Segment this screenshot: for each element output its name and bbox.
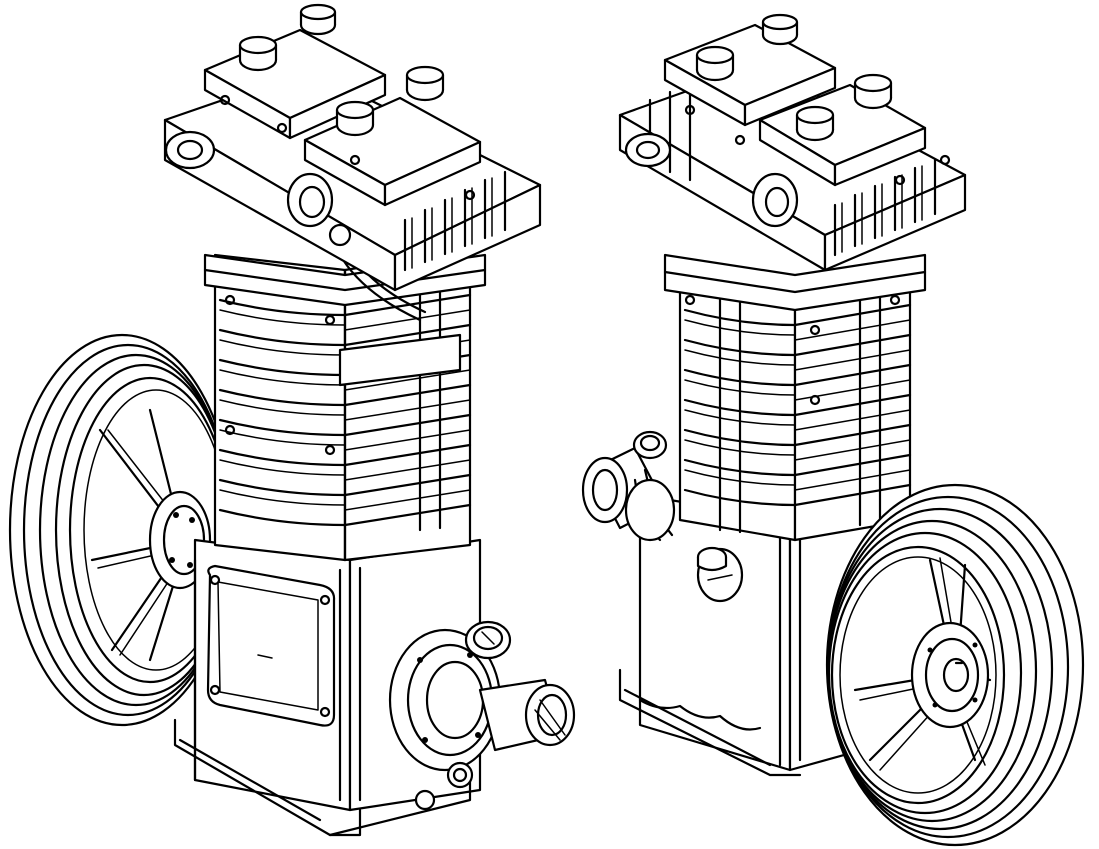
left-bearing-housing <box>388 620 576 811</box>
left-cylinder <box>213 248 472 562</box>
right-cylinder-head <box>618 13 967 272</box>
right-compressor-view <box>581 13 1085 847</box>
right-head-flange <box>663 253 927 312</box>
left-compressor-view <box>8 3 576 837</box>
right-pulley <box>825 483 1085 847</box>
right-breather <box>581 430 676 542</box>
left-cylinder-head <box>163 3 542 292</box>
right-cylinder <box>678 263 912 542</box>
